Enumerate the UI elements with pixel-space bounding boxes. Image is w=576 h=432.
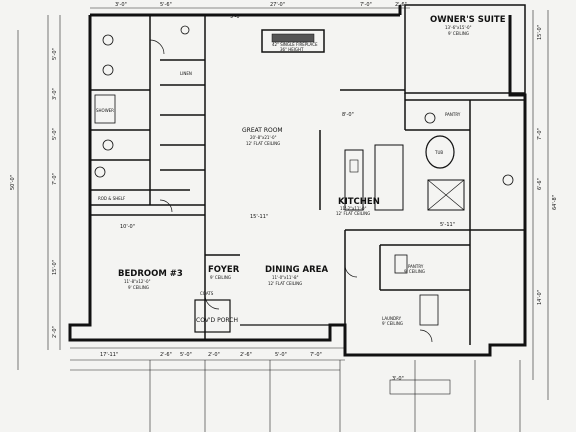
bedroom3-name: BEDROOM #3 [118,269,183,279]
kitchen-name: KITCHEN [338,197,380,207]
owners-suite-ceiling: 9' CEILING [448,31,469,36]
dim-bottom-0: 17'-11" [100,352,118,358]
fireplace-note: 36" HEIGHT [280,47,304,52]
dim-interior-5: 3'-0" [392,376,404,382]
great-room-name: GREAT ROOM [242,127,283,134]
dim-interior-1: 10'-0" [120,224,135,230]
dim-bottom-2: 5'-0" [180,352,192,358]
dimension-lines [17,7,549,400]
dim-left-4: 15'-0" [52,260,58,275]
covd-porch-name: COV'D PORCH [196,317,238,324]
pantry-name: PANTRY [408,264,424,269]
dim-interior-4: 9'-0" [230,14,242,20]
dim-left-total: 50'-0" [10,175,16,190]
kitchen-counter [374,144,404,211]
dim-bottom-1: 2'-6" [160,352,172,358]
shower-x2 [427,179,465,211]
dim-top-1: 5'-6" [160,2,172,8]
pantry-ceiling: 9' CEILING [404,269,425,274]
dim-right-total: 64'-8" [552,195,558,210]
tub-label: TUB [434,150,443,155]
bottom-grid [70,360,521,432]
great-room-ceiling: 12' FLAT CEILING [246,141,280,146]
fireplace-label: 42" SINGLE FIREPLACE [272,42,318,47]
bedroom3-ceiling: 9' CEILING [128,285,149,290]
great-room-size: 20'-8"x21'-0" [250,135,277,140]
tub-icon [425,135,455,169]
laundry-name: LAUNDRY [382,316,402,321]
kitchen-ceiling: 12' FLAT CEILING [336,211,370,216]
linen-label: LINEN [180,71,192,76]
dim-top-2: 27'-0" [270,2,285,8]
dim-interior-2: 8'-0" [342,112,354,118]
fireplace-box [271,33,315,43]
shower-label: SHOWER [96,108,114,113]
shower-icon [427,179,465,211]
porch-walls [194,299,330,333]
kitchen-size: 11'-2"x11'-0" [340,206,367,211]
fireplace [261,29,325,53]
dim-right-2: 6'-6" [537,178,543,190]
kitchen-island [344,149,364,211]
dim-right-3: 14'-0" [537,290,543,305]
exterior-walls [68,5,527,357]
dim-top-0: 3'-0" [115,2,127,8]
rod-shelf-label: ROD & SHELF [98,196,126,201]
dim-top-4: 2'-6" [395,2,407,8]
dim-top-3: 7'-0" [360,2,372,8]
dim-left-2: 5'-0" [52,128,58,140]
foyer-ceiling: 9' CEILING [210,275,231,280]
owners-suite-name: OWNER'S SUITE [430,15,506,25]
dim-bottom-6: 7'-0" [310,352,322,358]
dining-size: 11'-0"x11'-8" [272,275,299,280]
foyer-name: FOYER [208,265,240,275]
plumbing-fixtures [94,25,514,326]
owners-suite-size: 13'-6"x15'-0" [445,25,472,30]
dining-ceiling: 12' FLAT CEILING [268,281,302,286]
dim-bottom-4: 2'-6" [240,352,252,358]
door-swings [149,39,433,343]
owners-suite-walls [404,4,526,130]
dim-right-0: 15'-0" [537,25,543,40]
dim-left-3: 7'-0" [52,173,58,185]
dim-left-1: 3'-0" [52,88,58,100]
coats-label: COATS [200,291,214,296]
dim-right-1: 7'-0" [537,128,543,140]
laundry-ceiling: 9' CEILING [382,321,403,326]
dim-bottom-3: 2'-0" [208,352,220,358]
dim-interior-3: 5'-11" [440,222,455,228]
dim-bottom-5: 5'-0" [275,352,287,358]
pantry-small-label: PANTRY [445,112,461,117]
dim-interior-0: 15'-11" [250,214,268,220]
bedroom3-size: 11'-8"x12'-0" [124,279,151,284]
kitchen-sink [349,159,359,173]
dining-name: DINING AREA [265,265,328,275]
dim-left-5: 2'-0" [52,326,58,338]
dim-left-0: 5'-0" [52,48,58,60]
interior-walls [90,15,525,345]
